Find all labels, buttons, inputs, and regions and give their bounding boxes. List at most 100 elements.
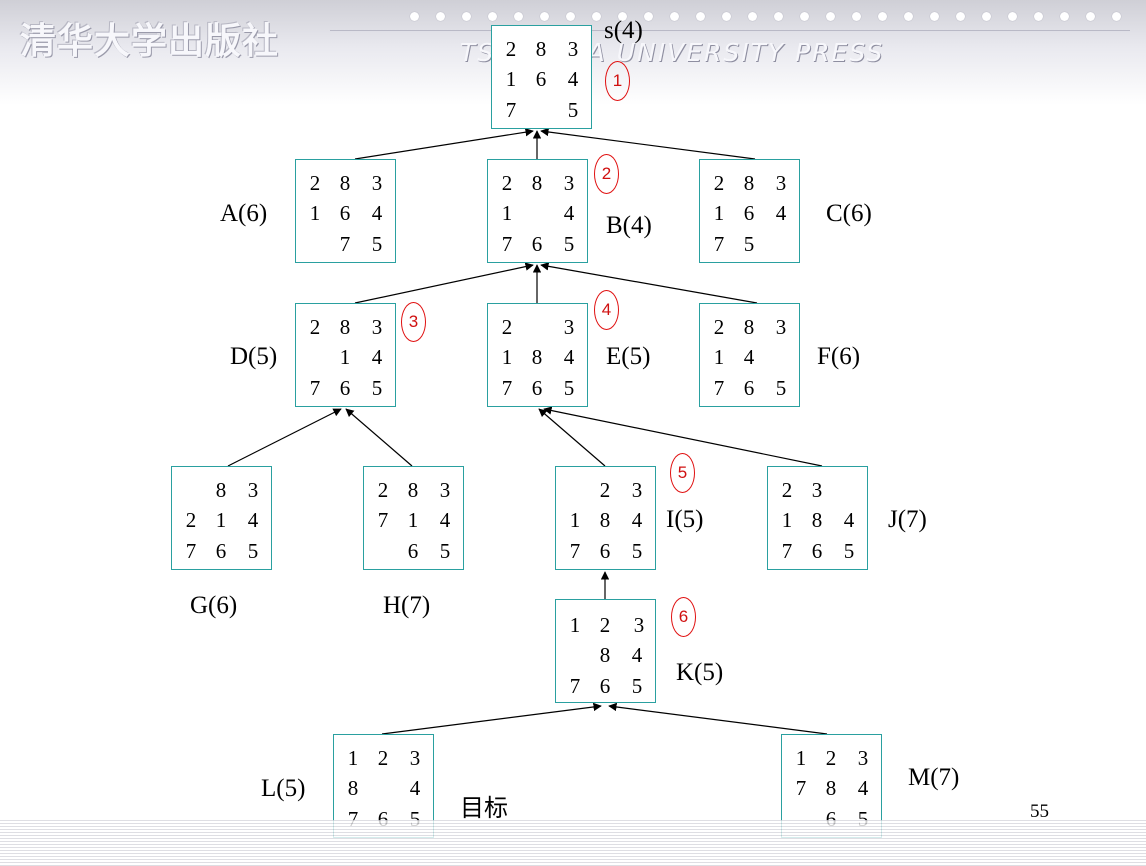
puzzle-node-A: 2 8 3 1 6 4 7 5	[295, 159, 396, 263]
tile: 3	[567, 37, 579, 61]
tile: 1	[713, 345, 725, 369]
tile: 8	[339, 171, 351, 195]
edge-H-D	[345, 408, 413, 467]
node-label-G: G(6)	[190, 592, 238, 619]
tile: 1	[795, 746, 807, 770]
tile: 1	[215, 508, 227, 532]
tile: 8	[825, 776, 837, 800]
node-label-H: H(7)	[383, 592, 431, 619]
tile: 1	[309, 201, 321, 225]
tile: 1	[501, 201, 513, 225]
puzzle-node-G: 8 3 2 1 4 7 6 5	[171, 466, 272, 570]
tile: 2	[309, 315, 321, 339]
tile: 3	[633, 613, 645, 637]
tile: 7	[713, 376, 725, 400]
tile: 3	[857, 746, 869, 770]
tile: 7	[501, 376, 513, 400]
tile: 3	[563, 315, 575, 339]
tile: 4	[775, 201, 787, 225]
node-label-E: E(5)	[606, 343, 651, 370]
tile: 8	[531, 345, 543, 369]
puzzle-node-D: 2 8 3 1 4 7 6 5	[295, 303, 396, 407]
tile: 2	[185, 508, 197, 532]
tile: 4	[567, 67, 579, 91]
tile: 6	[377, 807, 389, 831]
node-label-F: F(6)	[817, 343, 861, 370]
edge-D-B	[354, 262, 534, 304]
tile: 2	[505, 37, 517, 61]
tile: 4	[563, 345, 575, 369]
step-marker-3: 3	[401, 302, 426, 342]
tile: 6	[339, 201, 351, 225]
tile: 6	[811, 539, 823, 563]
tile: 4	[247, 508, 259, 532]
puzzle-node-s: 2 8 3 1 6 4 7 5	[491, 25, 592, 129]
tile: 7	[781, 539, 793, 563]
tile: 4	[843, 508, 855, 532]
tile: 4	[857, 776, 869, 800]
tile: 1	[713, 201, 725, 225]
node-label-D: D(5)	[230, 343, 278, 370]
tile: 2	[377, 478, 389, 502]
tile: 7	[501, 232, 513, 256]
tile: 7	[713, 232, 725, 256]
edge-F-B	[540, 262, 758, 304]
tile: 3	[563, 171, 575, 195]
footer-stripes	[0, 820, 1146, 866]
tile: 3	[775, 315, 787, 339]
tile: 1	[339, 345, 351, 369]
tile: 6	[535, 67, 547, 91]
tile: 2	[599, 478, 611, 502]
tile: 8	[339, 315, 351, 339]
tile: 4	[439, 508, 451, 532]
edge-G-D	[227, 408, 342, 467]
node-label-L: L(5)	[261, 775, 306, 802]
edge-C-s	[540, 127, 756, 160]
tile: 2	[599, 613, 611, 637]
step-marker-4: 4	[594, 290, 619, 330]
tile: 7	[309, 376, 321, 400]
tile: 5	[567, 98, 579, 122]
tile: 8	[743, 171, 755, 195]
puzzle-node-H: 2 8 3 7 1 4 6 5	[363, 466, 464, 570]
tile: 3	[775, 171, 787, 195]
tile: 8	[407, 478, 419, 502]
puzzle-node-J: 2 3 1 8 4 7 6 5	[767, 466, 868, 570]
edge-M-K	[608, 702, 828, 735]
step-marker-1: 1	[605, 61, 630, 101]
tile: 2	[309, 171, 321, 195]
tile: 1	[407, 508, 419, 532]
tile: 3	[631, 478, 643, 502]
node-label-C: C(6)	[826, 200, 872, 227]
header-rule	[330, 30, 1130, 31]
tile: 4	[631, 508, 643, 532]
puzzle-node-B: 2 8 3 1 4 7 6 5	[487, 159, 588, 263]
tile: 1	[505, 67, 517, 91]
tile: 7	[505, 98, 517, 122]
tile: 3	[409, 746, 421, 770]
tile: 2	[713, 171, 725, 195]
tile: 4	[371, 201, 383, 225]
puzzle-node-K: 1 2 3 8 4 7 6 5	[555, 599, 656, 703]
goal-label: 目标	[460, 794, 508, 822]
tile: 3	[371, 315, 383, 339]
tile: 5	[843, 539, 855, 563]
step-marker-2: 2	[594, 154, 619, 194]
tile: 4	[563, 201, 575, 225]
tile: 7	[347, 807, 359, 831]
tile: 6	[215, 539, 227, 563]
edge-I-E	[538, 408, 606, 467]
tile: 5	[439, 539, 451, 563]
puzzle-node-E: 2 3 1 8 4 7 6 5	[487, 303, 588, 407]
tile: 6	[743, 201, 755, 225]
tile: 5	[857, 807, 869, 831]
tile: 3	[371, 171, 383, 195]
node-label-A: A(6)	[220, 200, 268, 227]
tile: 5	[563, 232, 575, 256]
tile: 6	[825, 807, 837, 831]
node-label-B: B(4)	[606, 212, 652, 239]
tile: 8	[531, 171, 543, 195]
node-label-K: K(5)	[676, 659, 724, 686]
edge-L-K	[381, 702, 602, 735]
